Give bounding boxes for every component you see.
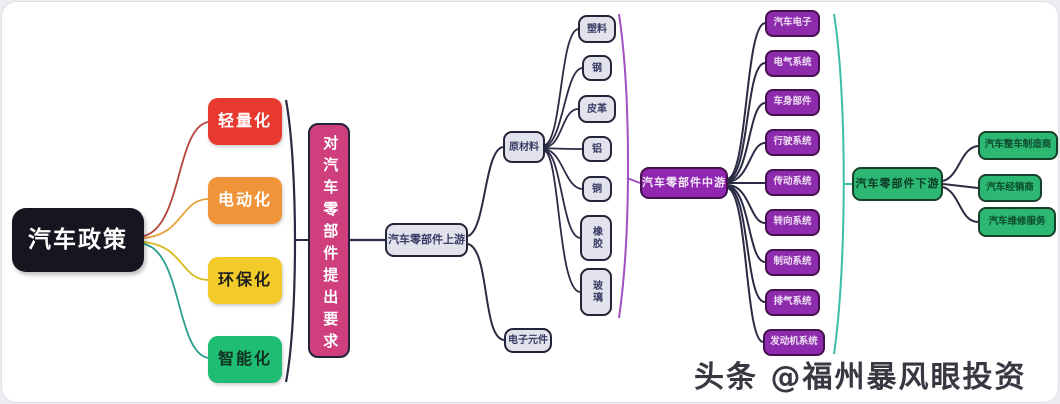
node-down-repair-service[interactable]: 汽车维修服务 — [978, 207, 1056, 237]
node-mid-auto-electronics[interactable]: 汽车电子 — [765, 10, 820, 37]
node-material-steel[interactable]: 钢 — [582, 55, 612, 81]
node-policy-electrification[interactable]: 电动化 — [208, 177, 282, 224]
node-material-rubber[interactable]: 橡胶 — [580, 215, 612, 261]
node-down-oem[interactable]: 汽车整车制造商 — [978, 131, 1058, 160]
node-raw-material[interactable]: 原材料 — [503, 131, 545, 163]
node-mid-body-parts[interactable]: 车身部件 — [765, 89, 820, 116]
node-upstream[interactable]: 汽车零部件上游 — [385, 223, 468, 257]
node-policy-lightweight[interactable]: 轻量化 — [208, 98, 282, 145]
watermark: 头条 @福州暴风眼投资 — [694, 360, 1027, 395]
node-mid-transmission-system[interactable]: 传动系统 — [765, 169, 820, 196]
node-mid-brake-system[interactable]: 制动系统 — [765, 249, 820, 276]
node-policy-intelligent[interactable]: 智能化 — [208, 336, 282, 383]
node-mid-exhaust-system[interactable]: 排气系统 — [765, 289, 820, 316]
node-down-dealers[interactable]: 汽车经销商 — [978, 174, 1042, 202]
node-policy-eco[interactable]: 环保化 — [208, 257, 282, 304]
node-downstream[interactable]: 汽车零部件下游 — [852, 167, 943, 201]
node-material-glass[interactable]: 玻璃 — [580, 268, 612, 316]
node-requirement[interactable]: 对汽车零部件提出要求 — [308, 123, 350, 358]
node-material-aluminum[interactable]: 铝 — [582, 136, 612, 162]
node-midstream[interactable]: 汽车零部件中游 — [640, 167, 728, 199]
node-material-copper[interactable]: 铜 — [582, 176, 612, 202]
node-material-plastic[interactable]: 塑料 — [578, 15, 616, 43]
node-electronic-components[interactable]: 电子元件 — [504, 328, 552, 353]
node-mid-steering-system[interactable]: 转向系统 — [765, 209, 820, 236]
node-mid-driving-system[interactable]: 行驶系统 — [765, 129, 820, 156]
node-material-leather[interactable]: 皮革 — [578, 95, 616, 123]
node-mid-engine-system[interactable]: 发动机系统 — [763, 329, 825, 356]
node-mid-electrical-system[interactable]: 电气系统 — [765, 50, 820, 77]
node-auto-policy[interactable]: 汽车政策 — [12, 208, 144, 272]
